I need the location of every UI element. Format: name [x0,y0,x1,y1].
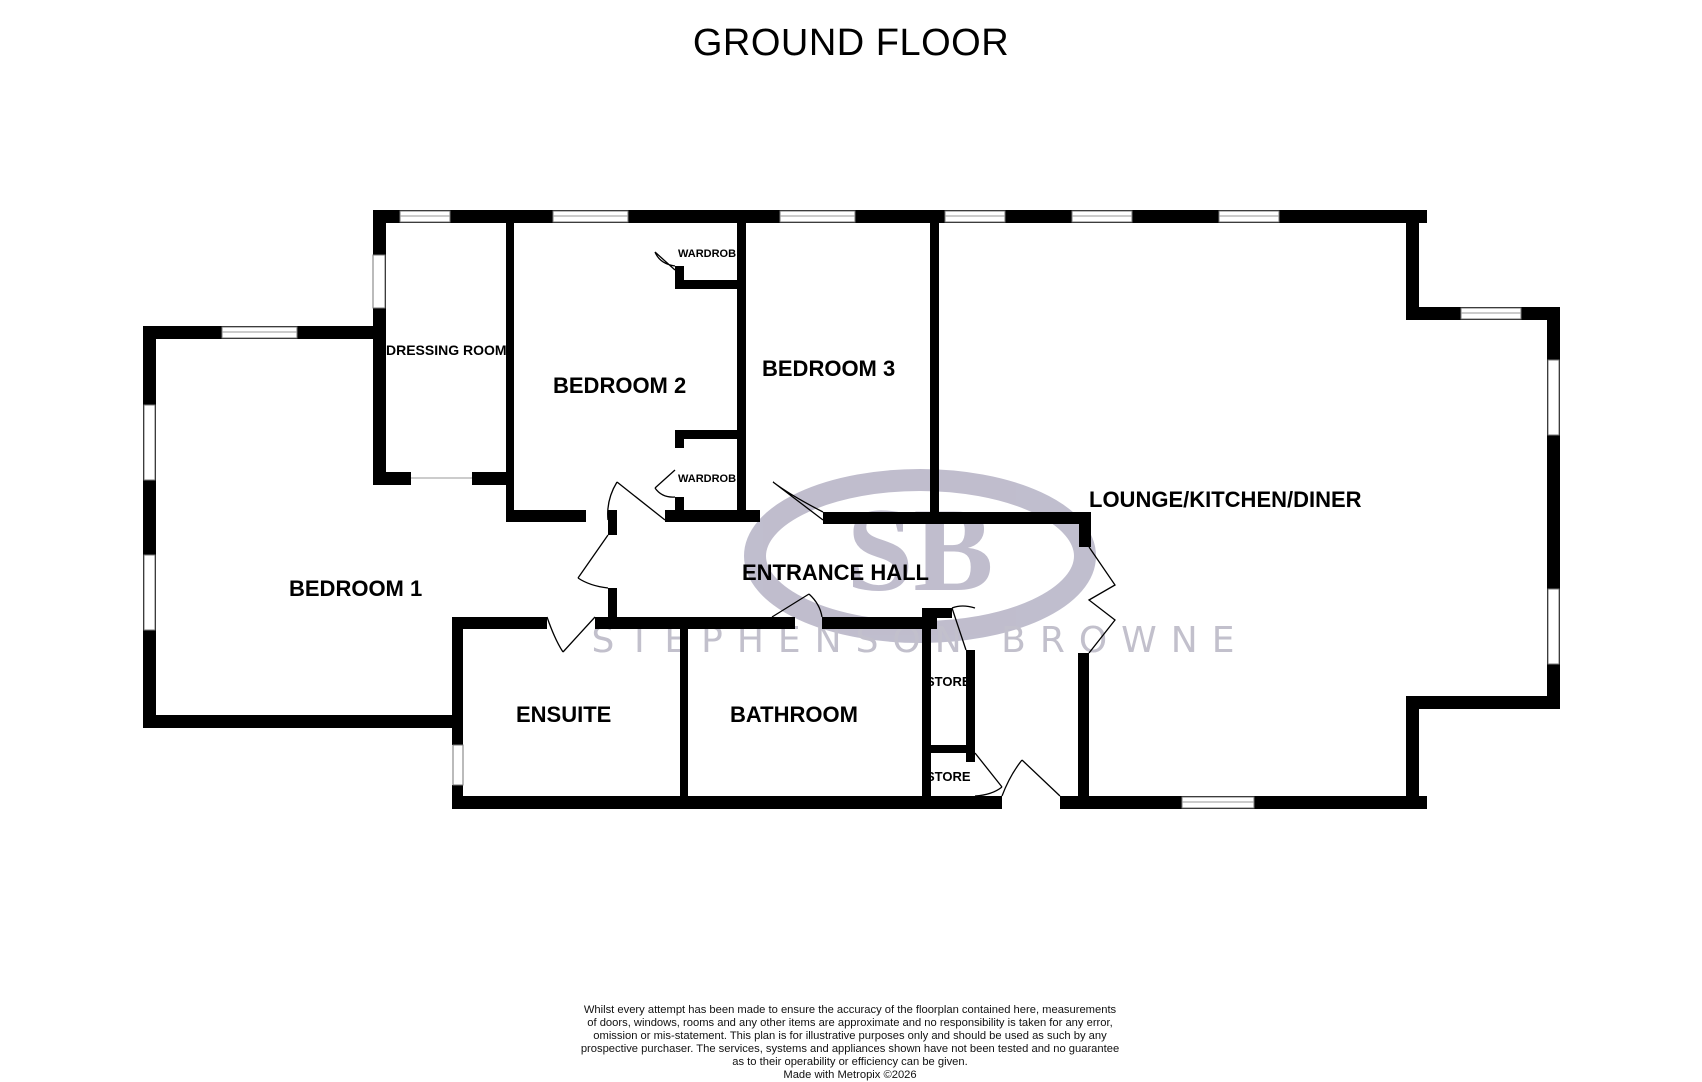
watermark-logo: SB [744,469,1096,643]
floor-title: GROUND FLOOR [692,22,1010,64]
label-dressing-room: DRESSING ROOM [386,342,507,358]
doors [546,251,1116,797]
disclaimer: Whilst every attempt has been made to en… [540,1004,1160,1082]
label-lounge-kitchen-diner: LOUNGE/KITCHEN/DINER [1089,487,1362,512]
label-bedroom-3: BEDROOM 3 [762,356,895,381]
label-entrance-hall: ENTRANCE HALL [742,560,929,585]
label-wardrobe-bottom: WARDROB [678,473,736,485]
label-ensuite: ENSUITE [516,702,611,727]
label-wardrobe-top: WARDROB [678,248,736,260]
label-bathroom: BATHROOM [730,702,858,727]
label-bedroom-2: BEDROOM 2 [553,373,686,398]
credit-line: Made with Metropix ©2026 [783,1069,917,1081]
disclaimer-line: of doors, windows, rooms and any other i… [587,1017,1113,1029]
disclaimer-line: Whilst every attempt has been made to en… [583,1004,1117,1016]
label-store-lower: STORE [926,769,971,784]
watermark-monogram: SB [847,483,994,616]
disclaimer-line: prospective purchaser. The services, sys… [580,1043,1120,1055]
window-glazing-lines [222,215,1521,803]
label-store-upper: STORE [926,674,971,689]
disclaimer-line: as to their operability or efficiency ca… [732,1056,968,1068]
disclaimer-line: omission or mis-statement. This plan is … [593,1030,1107,1042]
label-bedroom-1: BEDROOM 1 [289,576,422,601]
